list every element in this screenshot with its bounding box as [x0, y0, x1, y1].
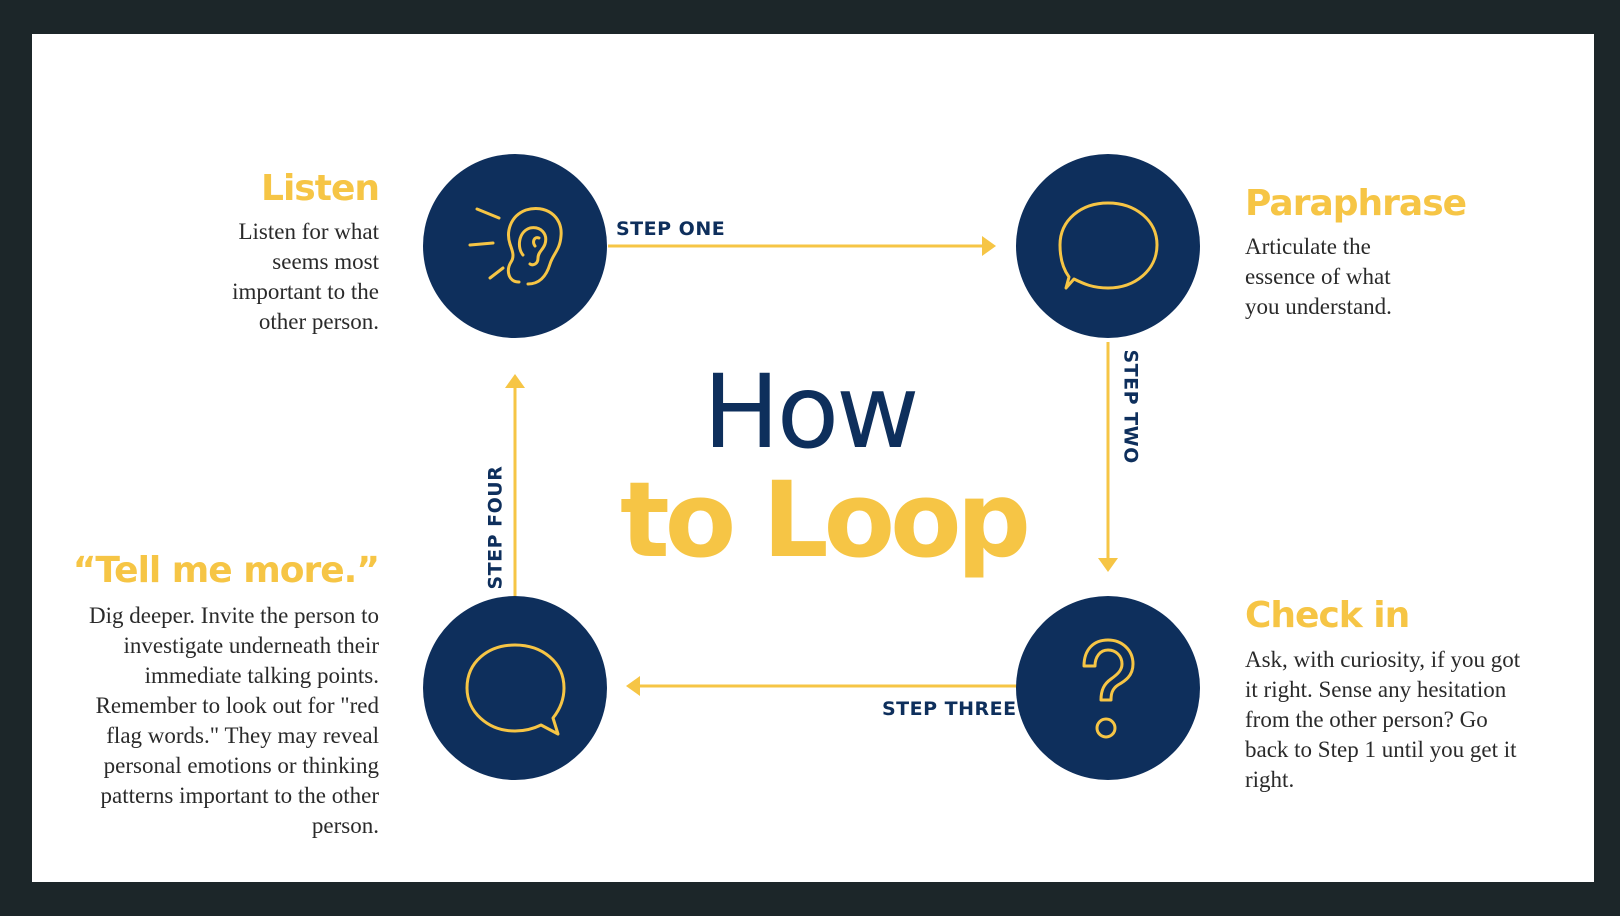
arrow-step-four [505, 374, 525, 596]
ear-icon [468, 207, 563, 286]
title-to-loop: to Loop [620, 459, 1031, 581]
tell-me-more-description: Dig deeper. Invite the person to investi… [89, 603, 379, 838]
step-three-circle [1016, 596, 1200, 780]
step-two-label: STEP TWO [1119, 349, 1142, 464]
question-mark-icon [1082, 638, 1135, 739]
arrow-step-three [626, 676, 1018, 696]
listen-heading: Listen [261, 168, 380, 209]
arrow-step-one [608, 236, 996, 256]
tell-me-more-heading: “Tell me more.” [72, 550, 380, 591]
arrow-step-two [1098, 342, 1118, 572]
speech-bubble-icon [1058, 201, 1159, 290]
title-how: How [703, 353, 920, 472]
infographic-card [32, 34, 1594, 882]
listen-description: Listen for what seems most important to … [232, 219, 379, 334]
paraphrase-description: Articulate the essence of what you under… [1245, 234, 1392, 319]
check-in-heading: Check in [1245, 595, 1410, 636]
step-two-circle [1016, 154, 1200, 338]
step-four-circle [423, 596, 607, 780]
check-in-description: Ask, with curiosity, if you got it right… [1245, 647, 1521, 792]
step-one-circle [423, 154, 607, 338]
speech-bubble-icon [465, 643, 566, 736]
step-three-label: STEP THREE [882, 698, 1017, 720]
step-four-label: STEP FOUR [484, 465, 507, 590]
step-one-label: STEP ONE [616, 218, 726, 240]
paraphrase-heading: Paraphrase [1245, 183, 1467, 224]
